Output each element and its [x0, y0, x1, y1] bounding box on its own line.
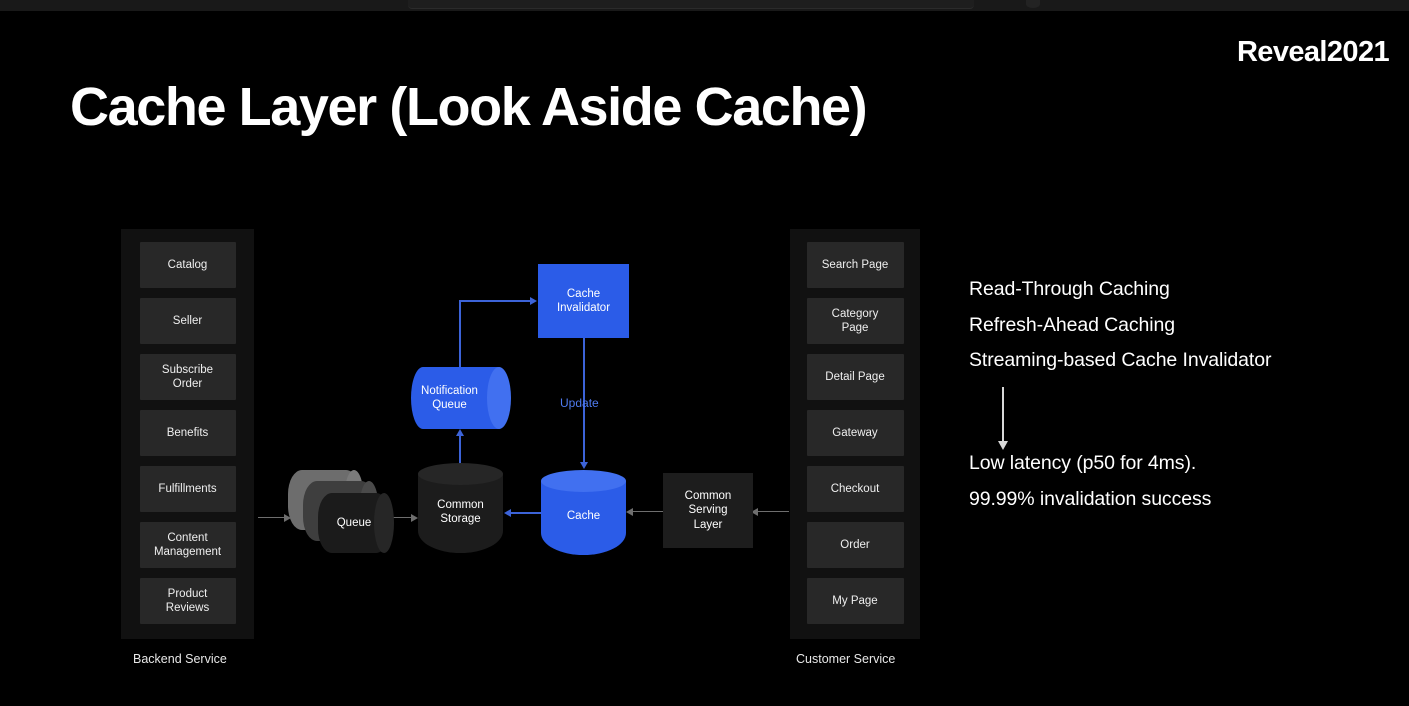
result-invalidation-success: 99.99% invalidation success [969, 487, 1212, 510]
backend-service-panel: Catalog Seller Subscribe Order Benefits … [121, 229, 254, 639]
edge-cache-invalidator-to-cache [583, 338, 585, 464]
edge-label-update: Update [560, 396, 599, 410]
notification-queue-cap [487, 367, 511, 429]
edge-queue-to-common-storage [390, 517, 416, 519]
feature-streaming-based-cache-invalidator: Streaming-based Cache Invalidator [969, 349, 1272, 371]
node-cache-label: Cache [566, 510, 601, 523]
edge-notification-queue-to-cache-invalidator [459, 300, 531, 302]
edge-common-serving-layer-to-cache-arrowhead [626, 508, 633, 516]
backend-item-catalog[interactable]: Catalog [139, 242, 236, 288]
edge-notification-queue-riser [459, 301, 461, 369]
edge-common-storage-to-notification-queue-arrowhead [456, 429, 464, 436]
browser-tab-indicator-icon [1026, 0, 1040, 8]
common-storage-top [418, 463, 503, 485]
edge-notification-queue-to-cache-invalidator-arrowhead [530, 297, 537, 305]
customer-item-checkout[interactable]: Checkout [806, 466, 904, 512]
cache-top [541, 470, 626, 492]
customer-service-panel: Search Page Category Page Detail Page Ga… [790, 229, 920, 639]
backend-item-content-management[interactable]: Content Management [139, 522, 236, 568]
backend-item-benefits[interactable]: Benefits [139, 410, 236, 456]
edge-backend-to-queue-arrowhead [284, 514, 291, 522]
feature-refresh-ahead-caching: Refresh-Ahead Caching [969, 313, 1176, 336]
browser-url-bar[interactable] [408, 0, 974, 9]
edge-queue-to-common-storage-arrowhead [411, 514, 418, 522]
queue-slab-front-cap [374, 493, 394, 553]
customer-service-caption: Customer Service [796, 652, 896, 666]
node-cache-invalidator[interactable]: Cache Invalidator [538, 264, 629, 338]
customer-item-category-page[interactable]: Category Page [806, 298, 904, 344]
page-title: Cache Layer (Look Aside Cache) [70, 77, 868, 137]
edge-backend-to-queue [258, 517, 288, 519]
edge-customer-to-common-serving-layer-arrowhead [751, 508, 758, 516]
node-common-storage[interactable]: Common Storage [418, 463, 503, 553]
node-notification-queue-label: Notification Queue [421, 385, 478, 411]
edge-cache-invalidator-to-cache-arrowhead [580, 462, 588, 469]
customer-item-search-page[interactable]: Search Page [806, 242, 904, 288]
backend-item-fulfillments[interactable]: Fulfillments [139, 466, 236, 512]
node-queue[interactable]: Queue [288, 470, 394, 553]
result-low-latency: Low latency (p50 for 4ms). [969, 452, 1197, 474]
backend-item-seller[interactable]: Seller [139, 298, 236, 344]
edge-cache-to-common-storage [510, 512, 542, 514]
feature-read-through-caching: Read-Through Caching [969, 278, 1170, 300]
node-common-storage-label: Common Storage [437, 498, 484, 526]
backend-service-caption: Backend Service [133, 652, 227, 666]
features-list: Read-Through Caching Refresh-Ahead Cachi… [969, 272, 1271, 379]
node-notification-queue[interactable]: Notification Queue [411, 367, 511, 429]
node-common-serving-layer-label: Common Serving Layer [684, 489, 732, 531]
customer-item-detail-page[interactable]: Detail Page [806, 354, 904, 400]
edge-cache-to-common-storage-arrowhead [504, 509, 511, 517]
notes-down-arrow-shaft [1002, 387, 1004, 443]
node-queue-label: Queue [336, 517, 372, 529]
edge-common-storage-to-notification-queue [459, 436, 461, 466]
customer-item-order[interactable]: Order [806, 522, 904, 568]
common-storage-body [418, 474, 503, 553]
brand-logo: Reveal2021 [1236, 36, 1390, 68]
customer-item-my-page[interactable]: My Page [806, 578, 904, 624]
edge-common-serving-layer-to-cache [632, 511, 664, 513]
cache-body [541, 481, 626, 555]
backend-item-product-reviews[interactable]: Product Reviews [139, 578, 236, 624]
notes-down-arrow-icon [998, 441, 1008, 450]
customer-item-gateway[interactable]: Gateway [806, 410, 904, 456]
node-cache-invalidator-label: Cache Invalidator [556, 287, 611, 315]
node-cache[interactable]: Cache [541, 470, 626, 555]
node-common-serving-layer[interactable]: Common Serving Layer [663, 473, 753, 548]
edge-customer-to-common-serving-layer [757, 511, 789, 513]
backend-item-subscribe-order[interactable]: Subscribe Order [139, 354, 236, 400]
results-list: Low latency (p50 for 4ms). 99.99% invali… [969, 446, 1211, 517]
